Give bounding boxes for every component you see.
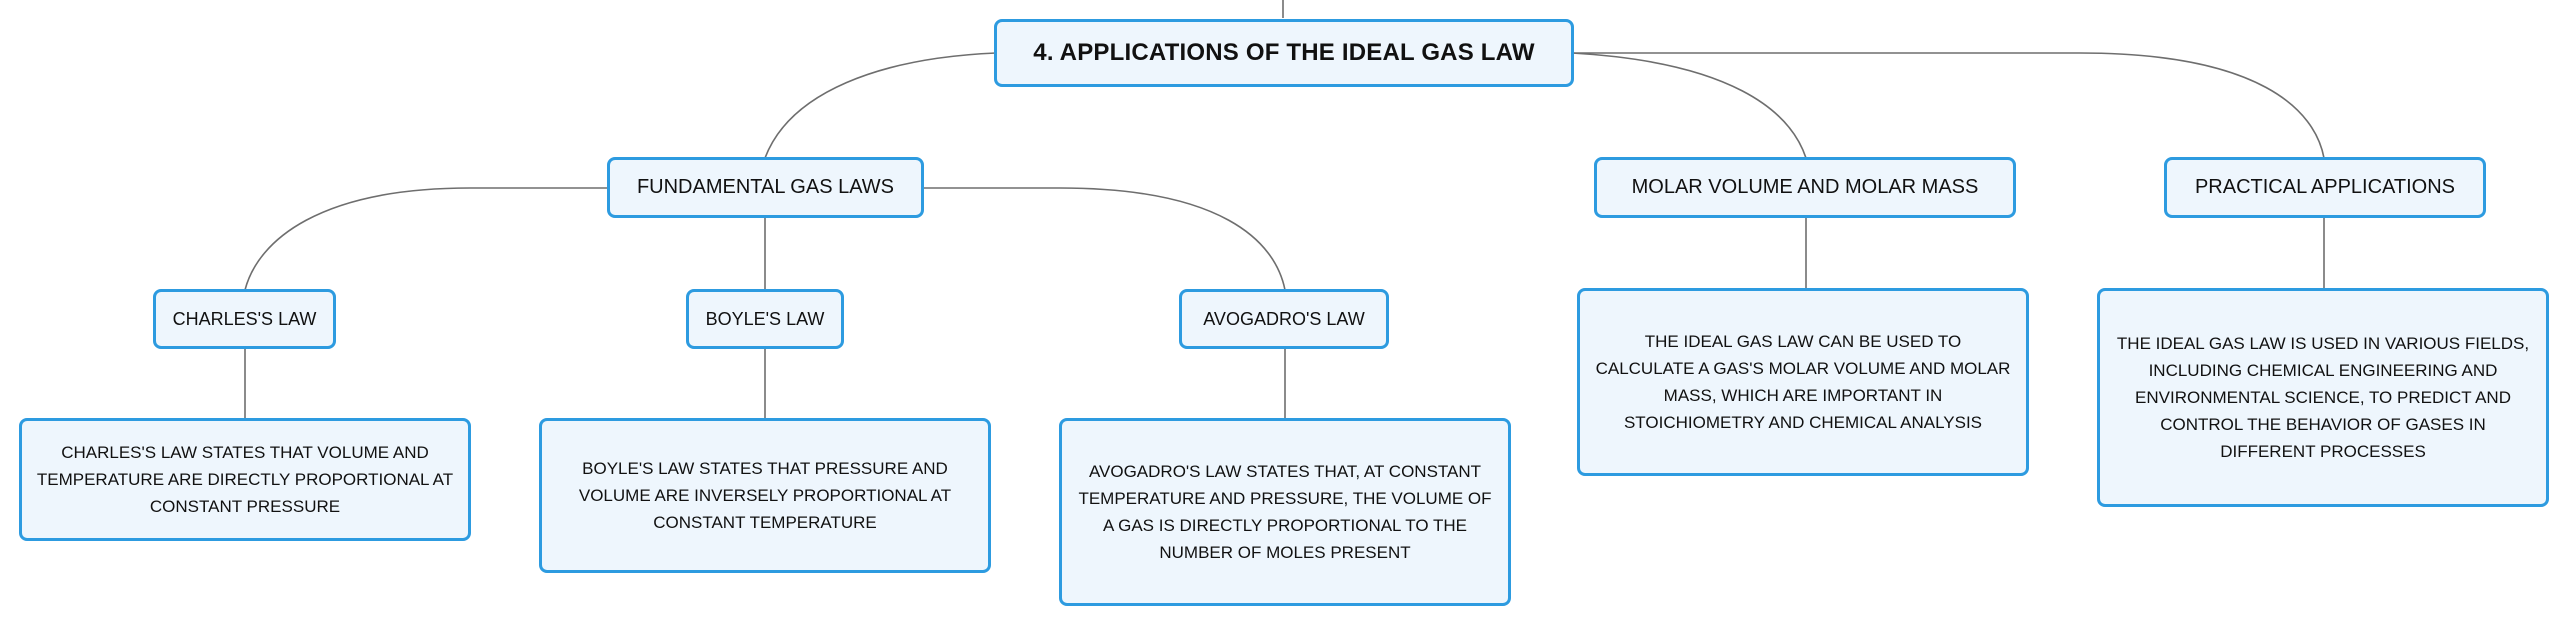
detail-molar-text: THE IDEAL GAS LAW CAN BE USED TO CALCULA… <box>1595 332 2011 432</box>
detail-boyle-text: BOYLE'S LAW STATES THAT PRESSURE AND VOL… <box>578 459 952 532</box>
connector-fundamental-charles <box>244 187 607 291</box>
topic-molar-volume-molar-mass[interactable]: MOLAR VOLUME AND MOLAR MASS <box>1594 157 2016 218</box>
connector-root-practical <box>1572 52 2325 159</box>
connector-root-fundamental <box>764 52 997 159</box>
topic-practical-applications[interactable]: PRACTICAL APPLICATIONS <box>2164 157 2486 218</box>
topic-fundamental-label: FUNDAMENTAL GAS LAWS <box>636 176 895 198</box>
subtopic-charles-law[interactable]: CHARLES'S LAW <box>153 289 336 349</box>
detail-practical-applications[interactable]: THE IDEAL GAS LAW IS USED IN VARIOUS FIE… <box>2097 288 2549 507</box>
connector-root-molar <box>1571 52 1807 159</box>
subtopic-avogadros-law[interactable]: AVOGADRO'S LAW <box>1179 289 1389 349</box>
subtopic-avogadro-label: AVOGADRO'S LAW <box>1203 308 1365 329</box>
topic-molar-label: MOLAR VOLUME AND MOLAR MASS <box>1631 176 1979 198</box>
detail-avogadros-law[interactable]: AVOGADRO'S LAW STATES THAT, AT CONSTANT … <box>1059 418 1511 606</box>
root-topic-label: 4. APPLICATIONS OF THE IDEAL GAS LAW <box>1033 39 1535 66</box>
subtopic-charles-label: CHARLES'S LAW <box>172 308 317 329</box>
detail-charles-law[interactable]: CHARLES'S LAW STATES THAT VOLUME AND TEM… <box>19 418 471 541</box>
detail-avogadro-text: AVOGADRO'S LAW STATES THAT, AT CONSTANT … <box>1078 462 1492 562</box>
detail-charles-text: CHARLES'S LAW STATES THAT VOLUME AND TEM… <box>36 443 454 516</box>
connector-fundamental-avogadro <box>922 187 1286 291</box>
detail-boyles-law[interactable]: BOYLE'S LAW STATES THAT PRESSURE AND VOL… <box>539 418 991 573</box>
topic-practical-label: PRACTICAL APPLICATIONS <box>2194 176 2456 198</box>
topic-fundamental-gas-laws[interactable]: FUNDAMENTAL GAS LAWS <box>607 157 924 218</box>
detail-molar-volume[interactable]: THE IDEAL GAS LAW CAN BE USED TO CALCULA… <box>1577 288 2029 476</box>
subtopic-boyles-law[interactable]: BOYLE'S LAW <box>686 289 844 349</box>
subtopic-boyle-label: BOYLE'S LAW <box>705 308 825 329</box>
detail-practical-text: THE IDEAL GAS LAW IS USED IN VARIOUS FIE… <box>2116 334 2530 461</box>
root-topic-node[interactable]: 4. APPLICATIONS OF THE IDEAL GAS LAW <box>994 19 1574 87</box>
